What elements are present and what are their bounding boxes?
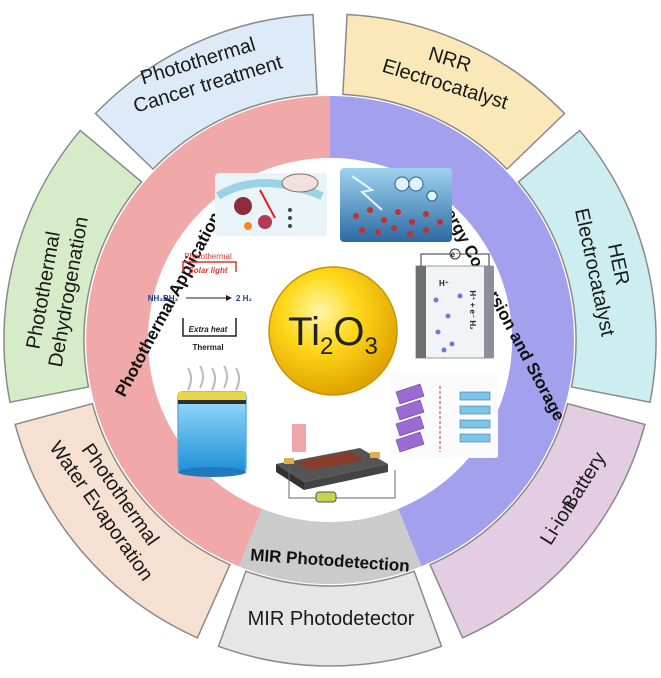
scheme-bottom-label: Thermal xyxy=(192,343,223,352)
outer-segment-liion xyxy=(429,402,646,639)
outer-label-mir: MIR Photodetector xyxy=(248,608,415,630)
liion-image xyxy=(390,372,498,458)
outer-segment-dehydro xyxy=(3,129,143,404)
her-electron-label: e⁻ xyxy=(451,250,460,259)
inner-segment-energy xyxy=(330,96,574,567)
mir-device-image xyxy=(276,424,396,503)
outer-segment-her xyxy=(517,129,657,404)
scheme-light-label: Solar light xyxy=(188,266,227,275)
cancer-image xyxy=(215,173,327,236)
water-evaporation-image xyxy=(177,365,247,477)
scheme-product: 2 H₂ xyxy=(236,294,252,303)
scheme-reactant: NH₃BH₃ xyxy=(148,294,179,303)
inner-segment-mir xyxy=(238,508,422,584)
her-reaction-label: H⁺ + e⁻ H₂ xyxy=(468,290,477,330)
inner-segment-photothermal xyxy=(86,96,330,584)
her-proton-label: H⁺ xyxy=(439,279,449,288)
dehydrogenation-scheme: Photothermal Solar light NH₃BH₃ 2 H₂ Ext… xyxy=(148,252,253,352)
scheme-top-label: Photothermal xyxy=(184,252,232,261)
her-cell-image: e⁻ H⁺ H⁺ + e⁻ H₂ xyxy=(415,248,494,359)
inner-ring xyxy=(86,96,574,584)
center-formula: Ti2O3 xyxy=(288,310,378,360)
outer-ring xyxy=(3,13,657,667)
outer-segment-mir xyxy=(217,570,443,667)
scheme-heat-label: Extra heat xyxy=(189,325,228,334)
ti2o3-sphere: Ti2O3 xyxy=(268,266,398,396)
outer-segment-nrr xyxy=(342,13,566,171)
outer-segment-water xyxy=(14,402,231,639)
nrr-image xyxy=(340,168,452,242)
outer-segment-cancer xyxy=(94,13,318,171)
